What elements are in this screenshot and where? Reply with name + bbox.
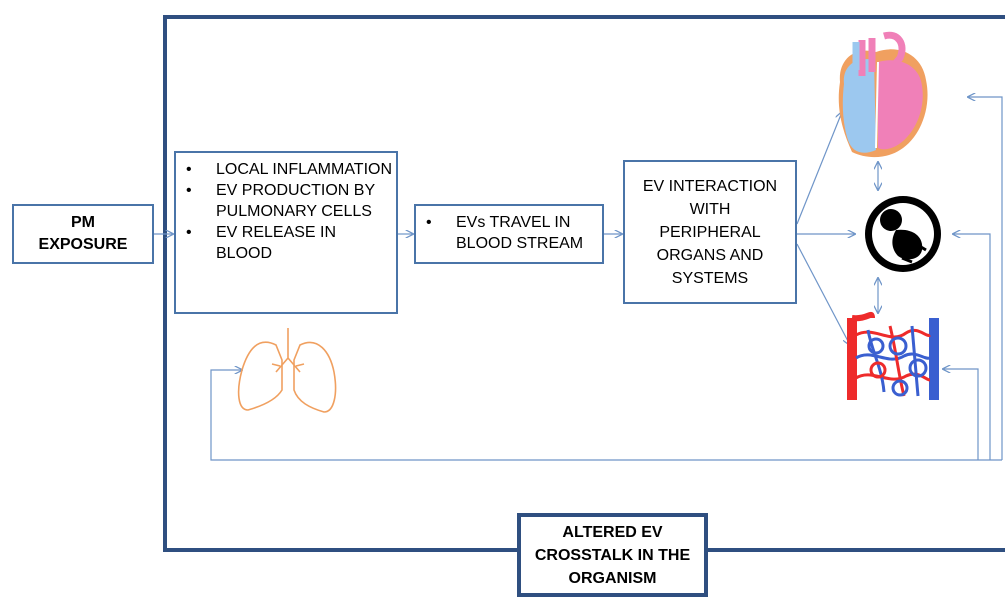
- ev-interaction-line-1: EV INTERACTION: [642, 177, 778, 195]
- blood-stream-box: EVs TRAVEL IN BLOOD STREAM: [414, 204, 604, 264]
- heart-icon: [838, 31, 928, 158]
- ev-interaction-box: EV INTERACTION WITH PERIPHERAL ORGANS AN…: [623, 160, 797, 304]
- fetus-icon: [865, 196, 941, 272]
- ev-interaction-line-3: PERIPHERAL: [659, 223, 761, 241]
- feedback-line-heart: [968, 97, 1003, 460]
- pm-exposure-box: PM EXPOSURE: [12, 204, 154, 264]
- bullet-local-inflammation: LOCAL INFLAMMATION: [176, 159, 396, 180]
- pulmonary-effects-box: LOCAL INFLAMMATION EV PRODUCTION BY PULM…: [174, 151, 398, 314]
- bullet-ev-release: EV RELEASE IN BLOOD: [176, 222, 396, 264]
- arrow-box3-to-vessels: [796, 243, 850, 345]
- bullet-ev-production: EV PRODUCTION BY PULMONARY CELLS: [176, 180, 396, 222]
- feedback-line-lungs: [210, 370, 1002, 461]
- ev-interaction-line-5: SYSTEMS: [671, 269, 749, 287]
- ev-interaction-line-4: ORGANS AND: [656, 246, 764, 264]
- altered-line-2: CROSSTALK IN THE: [534, 546, 691, 564]
- pm-exposure-line-2: EXPOSURE: [38, 236, 128, 253]
- lungs-icon: [237, 328, 337, 413]
- feedback-line-vessels: [943, 369, 979, 460]
- pm-exposure-line-1: PM: [71, 214, 95, 231]
- feedback-line-fetus: [953, 234, 991, 460]
- altered-line-1: ALTERED EV: [562, 523, 663, 541]
- ev-interaction-line-2: WITH: [689, 200, 731, 218]
- blood-vessels-icon: [847, 311, 939, 400]
- altered-crosstalk-box: ALTERED EV CROSSTALK IN THE ORGANISM: [517, 513, 708, 597]
- arrow-box3-to-heart: [796, 112, 842, 225]
- altered-line-3: ORGANISM: [568, 569, 657, 587]
- bullet-evs-travel: EVs TRAVEL IN BLOOD STREAM: [416, 212, 602, 254]
